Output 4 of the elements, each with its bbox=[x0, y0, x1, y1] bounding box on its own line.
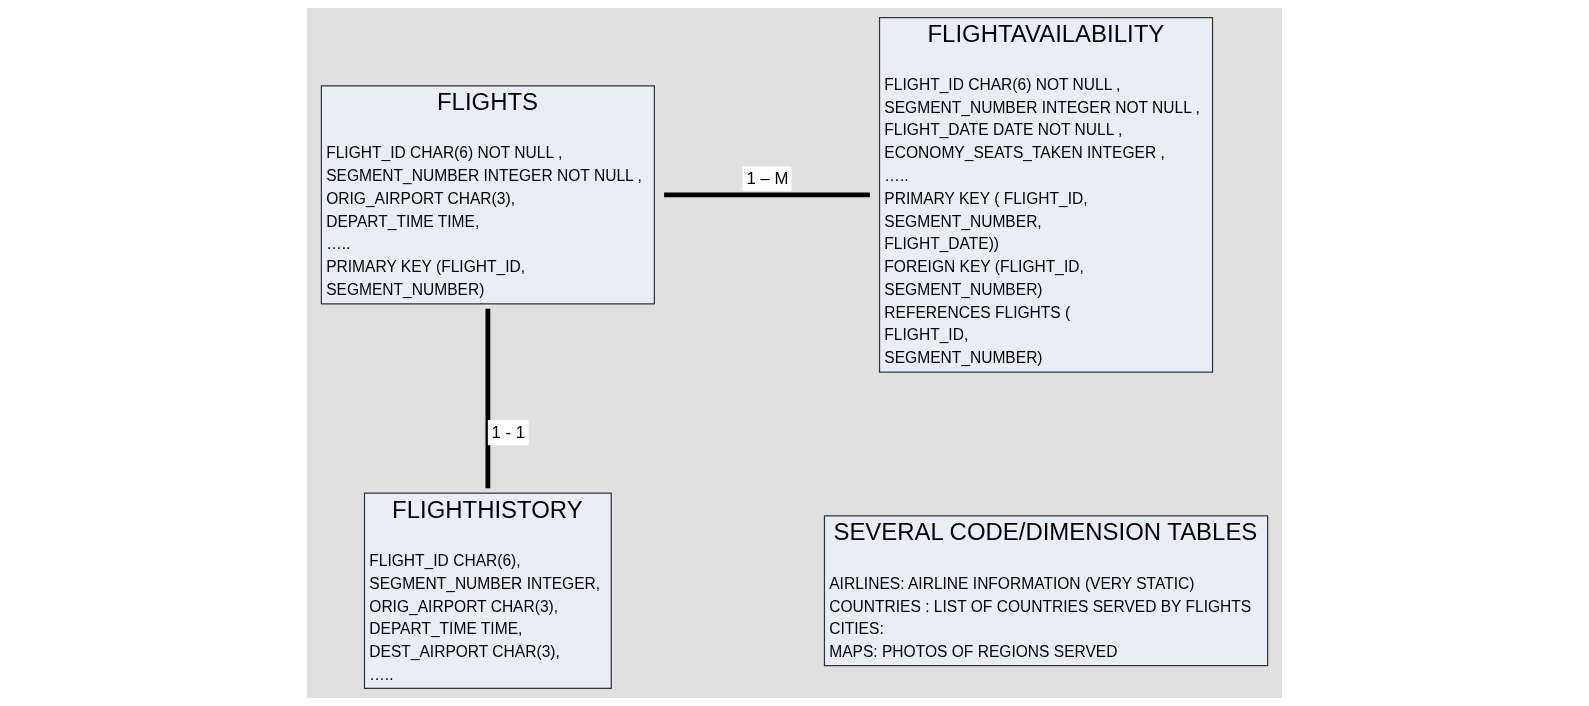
connector bbox=[664, 192, 870, 198]
connector bbox=[485, 308, 491, 489]
edge-label: 1 – M bbox=[746, 168, 789, 188]
edge-label: 1 - 1 bbox=[491, 422, 525, 442]
